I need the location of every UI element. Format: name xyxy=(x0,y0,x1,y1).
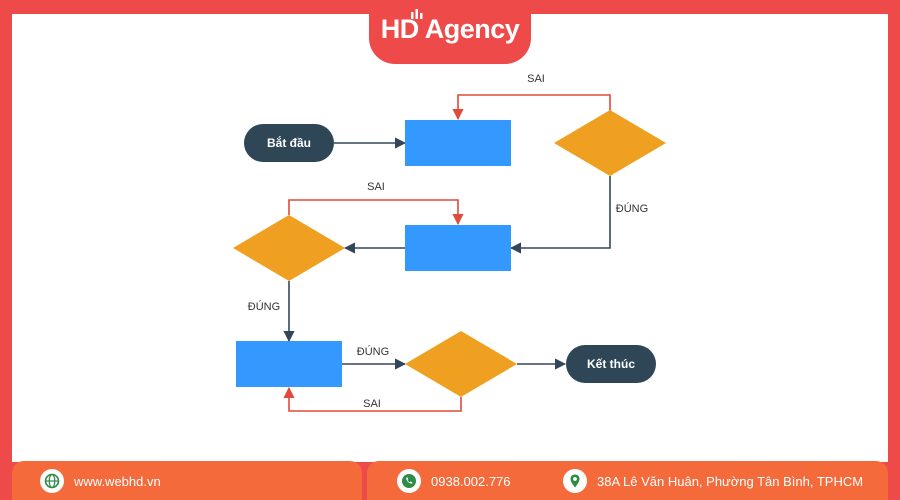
arrow-decision2-sai-loop xyxy=(288,199,464,226)
start-node-label: Bắt đầu xyxy=(267,135,311,150)
logo-hd: HD xyxy=(380,9,425,44)
edge-label-top-sai: SAI xyxy=(527,73,545,85)
footer-website-text: www.webhd.vn xyxy=(74,473,161,489)
footer-phone[interactable]: 0938.002.776 xyxy=(397,468,511,494)
footer-website[interactable]: www.webhd.vn xyxy=(40,468,161,494)
edge-label-bottom-dung: ĐÚNG xyxy=(357,345,389,358)
footer-contact-bar xyxy=(367,461,888,500)
logo-mark-icon xyxy=(410,9,423,19)
start-node xyxy=(244,124,334,162)
edge-label-middle-sai: SAI xyxy=(367,181,385,193)
footer-address[interactable]: 38A Lê Văn Huân, Phường Tân Bình, TPHCM xyxy=(563,468,863,494)
footer-phone-text: 0938.002.776 xyxy=(431,473,511,489)
decision-diamond-1 xyxy=(554,110,666,176)
arrow-decision1-dung xyxy=(509,176,611,254)
logo-agency-text: Agency xyxy=(424,14,520,44)
edge-label-right-dung: ĐÚNG xyxy=(616,202,648,215)
phone-icon xyxy=(397,469,421,493)
logo-tab xyxy=(369,0,531,64)
globe-icon xyxy=(40,469,64,493)
footer-address-text: 38A Lê Văn Huân, Phường Tân Bình, TPHCM xyxy=(597,473,864,489)
decision-diamond-3 xyxy=(405,331,517,397)
edge-label-left-dung: ĐÚNG xyxy=(248,300,280,313)
footer-website-bar xyxy=(12,461,362,500)
end-node-label: Kết thúc xyxy=(587,357,635,371)
arrow-decision3-sai-loop xyxy=(283,386,462,412)
end-node xyxy=(566,345,656,383)
arrow-decision1-sai-loop xyxy=(452,94,611,121)
process-box-2 xyxy=(405,225,511,271)
process-box-3 xyxy=(236,341,342,387)
location-pin-icon xyxy=(563,469,587,493)
logo-hd-text: HD xyxy=(380,14,420,44)
process-box-1 xyxy=(405,120,511,166)
edge-label-bottom-sai: SAI xyxy=(363,398,381,410)
decision-diamond-2 xyxy=(233,215,345,281)
brand-logo: HD Agency xyxy=(369,9,531,45)
